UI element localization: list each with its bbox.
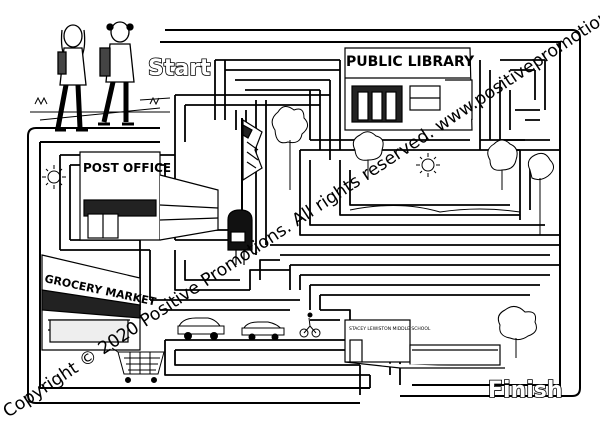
post-office-sign: POST OFFICE [83,161,171,175]
tree-icon [271,106,554,358]
finish-label: Finish [488,378,563,403]
mailbox-icon [227,209,253,265]
bicycle-icon [299,312,321,338]
shopping-cart-icon [111,347,165,383]
school-building-icon [344,319,505,369]
sidewalk [30,96,171,121]
sun-icon [42,153,440,189]
start-label: Start [148,56,211,81]
post-office-building-icon [79,151,219,241]
children-icon [55,21,135,132]
library-building-icon [344,47,473,131]
school-sign: STACEY LEWISTON MIDDLE SCHOOL [349,326,431,332]
grocery-building-icon [41,254,141,351]
hills-icon [349,205,521,213]
maze-frame [27,29,581,404]
car-icon [177,317,285,341]
library-sign: PUBLIC LIBRARY [346,54,475,70]
flag-icon [241,118,263,225]
